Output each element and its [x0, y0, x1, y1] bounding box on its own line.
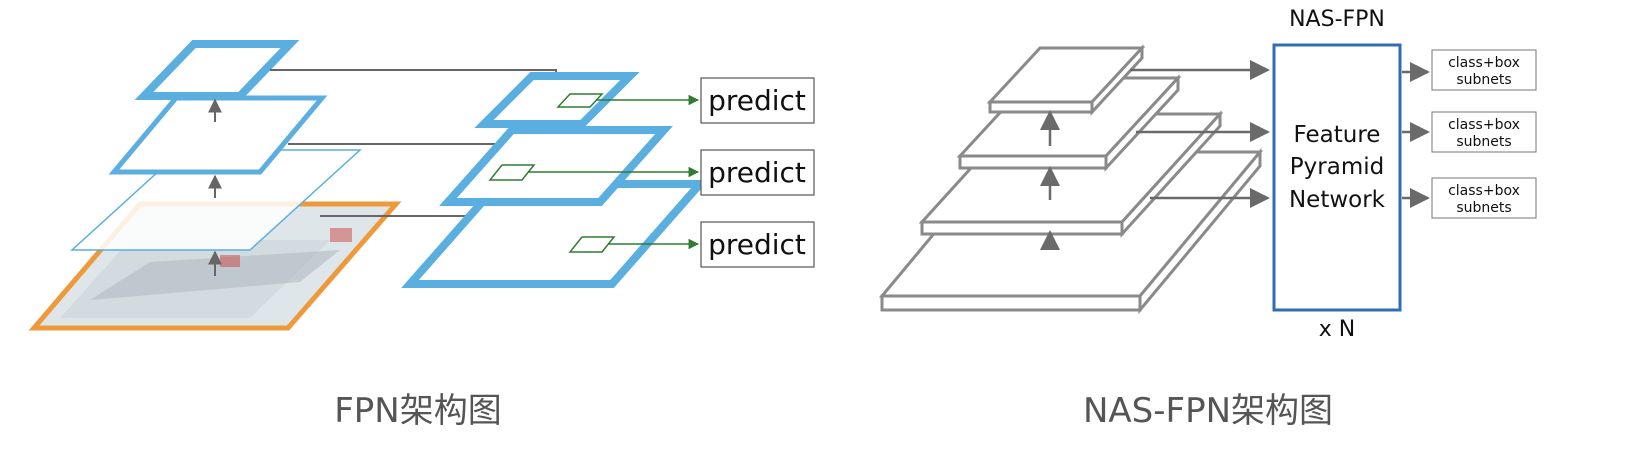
fpn-caption: FPN架构图 — [334, 391, 502, 431]
backbone-layer-1 — [134, 40, 300, 100]
predict-box-2: predict — [700, 149, 815, 196]
pyramid-layer-1 — [474, 72, 640, 128]
pyramid-layer-2 — [439, 126, 673, 206]
predict-label: predict — [708, 228, 806, 261]
subnet-box-3: class+box subnets — [1431, 177, 1537, 219]
subnet-box-2: class+box subnets — [1431, 111, 1537, 153]
nasfpn-box — [1272, 43, 1402, 312]
anchor-box-2 — [488, 164, 536, 181]
nasfpn-box-line-2: Pyramid — [1290, 154, 1384, 180]
subnet-line-1: class+box — [1448, 183, 1520, 199]
subnet-line-2: subnets — [1456, 134, 1511, 150]
backbone-layer-2 — [108, 95, 328, 175]
nasfpn-box-line-3: Network — [1289, 187, 1386, 213]
feature-layer-1 — [986, 44, 1146, 116]
subnet-line-2: subnets — [1456, 72, 1511, 88]
nasfpn-caption: NAS-FPN架构图 — [1083, 391, 1333, 431]
predict-label: predict — [708, 84, 806, 117]
predict-box-3: predict — [700, 221, 815, 268]
predict-box-1: predict — [700, 77, 815, 124]
subnet-line-1: class+box — [1448, 117, 1520, 133]
anchor-box-3 — [568, 236, 616, 253]
pyramid-layer-3 — [401, 180, 709, 288]
subnet-line-1: class+box — [1448, 55, 1520, 71]
repeat-label: x N — [1319, 317, 1355, 342]
nasfpn-title: NAS-FPN — [1289, 7, 1385, 32]
nasfpn-box-line-1: Feature — [1294, 122, 1381, 148]
fpn-diagram: predict predict predict FPN架构图 — [28, 40, 815, 431]
subnet-line-2: subnets — [1456, 200, 1511, 216]
predict-label: predict — [708, 156, 806, 189]
subnet-box-1: class+box subnets — [1431, 49, 1537, 91]
backbone-layer-3 — [70, 149, 362, 251]
anchor-box-1 — [556, 93, 604, 108]
nasfpn-diagram: NAS-FPN Feature Pyramid Network x N clas… — [878, 7, 1537, 431]
